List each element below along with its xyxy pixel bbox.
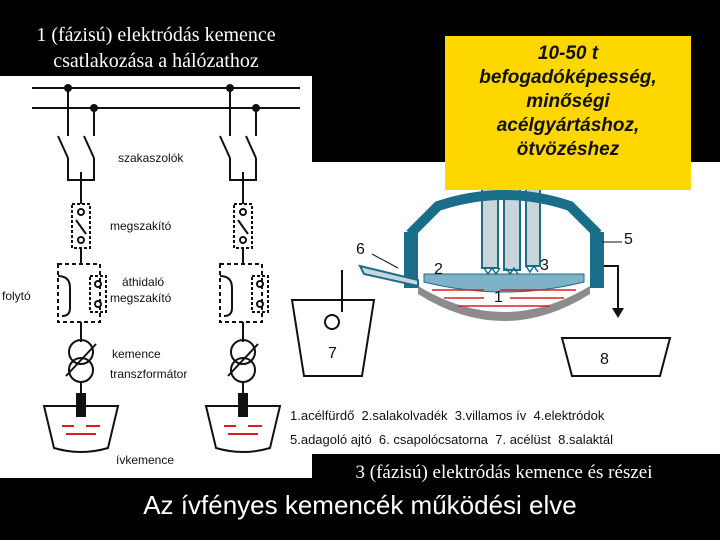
furnace-wall-right xyxy=(590,232,604,288)
left-title-line1: 1 (fázisú) elektródás kemence xyxy=(0,22,312,48)
disconnector-switch xyxy=(58,136,68,158)
disconnector-switch xyxy=(84,136,94,158)
label-1: 1 xyxy=(494,289,503,306)
label-6: 6 xyxy=(356,241,365,258)
circuit-diagram: szakaszolók megszakító folytó áthidaló m… xyxy=(0,76,312,478)
furnace-diagram-panel: 1 2 3 5 6 7 8 1.acélfürdő 2.salakolvadék… xyxy=(288,162,720,454)
capacity-line: minőségi xyxy=(445,90,691,114)
label-8: 8 xyxy=(600,351,609,368)
label-breaker: megszakító xyxy=(110,219,172,233)
label-bridging-1: áthidaló xyxy=(122,275,164,289)
legend-row-2: 5.adagoló ajtó 6. csapolócsatorna 7. acé… xyxy=(290,432,613,447)
slag-pan xyxy=(562,338,670,376)
label-continuous: folytó xyxy=(2,289,31,303)
circuit-diagram-panel: szakaszolók megszakító folytó áthidaló m… xyxy=(0,76,312,478)
legend-row-1: 1.acélfürdő 2.salakolvadék 3.villamos ív… xyxy=(290,408,605,423)
capacity-line: acélgyártáshoz, xyxy=(445,114,691,138)
left-title: 1 (fázisú) elektródás kemence csatlakozá… xyxy=(0,22,312,74)
label-transformer-1: kemence xyxy=(112,347,161,361)
label-transformer-2: transzformátor xyxy=(110,367,187,381)
label-3: 3 xyxy=(540,257,549,274)
capacity-line: befogadóképesség, xyxy=(445,66,691,90)
electrode xyxy=(526,178,540,266)
furnace-caption: 3 (fázisú) elektródás kemence és részei xyxy=(288,462,720,484)
capacity-line: ötvözéshez xyxy=(445,138,691,162)
left-title-line2: csatlakozása a hálózathoz xyxy=(0,48,312,74)
label-5: 5 xyxy=(624,231,633,248)
capacity-line: 10-50 t xyxy=(445,42,691,66)
label-2: 2 xyxy=(434,261,443,278)
capacity-box: 10-50 t befogadóképesség, minőségi acélg… xyxy=(445,36,691,190)
label-switches: szakaszolók xyxy=(118,151,184,165)
label-7: 7 xyxy=(328,345,337,362)
label-arc-furnace: ívkemence xyxy=(116,453,174,467)
furnace-diagram: 1 2 3 5 6 7 8 1.acélfürdő 2.salakolvadék… xyxy=(288,162,720,454)
main-title: Az ívfényes kemencék működési elve xyxy=(0,490,720,521)
steel-ladle xyxy=(292,300,374,376)
label-bridging-2: megszakító xyxy=(110,291,172,305)
